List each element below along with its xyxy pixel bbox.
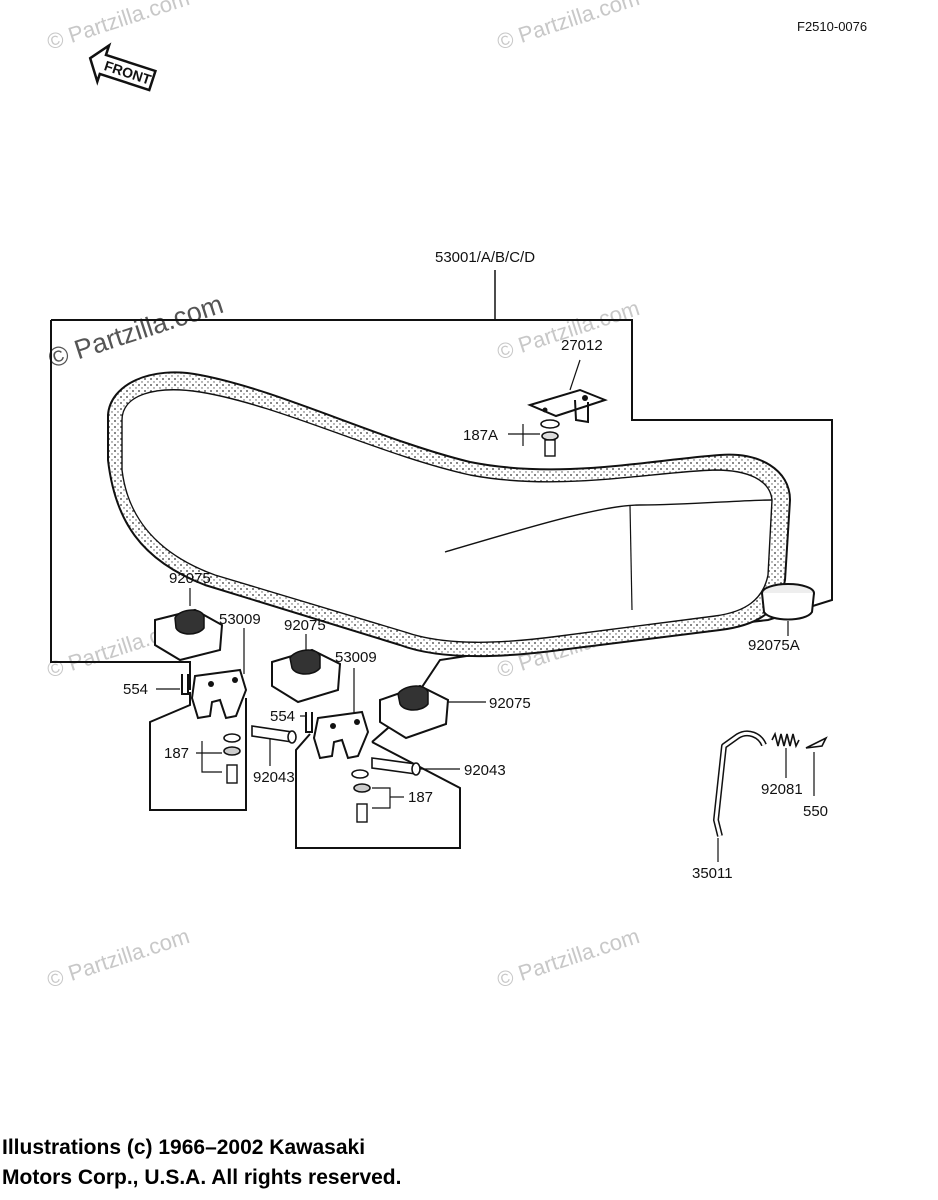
bolt-187-right xyxy=(351,769,404,823)
label-bolt-187-right: 187 xyxy=(408,789,433,806)
label-hook: 27012 xyxy=(561,337,603,354)
assembly-outline-left xyxy=(50,320,191,690)
bracket-right xyxy=(312,668,370,760)
watermark: © Partzilla.com xyxy=(494,923,643,993)
label-damper-left: 92075 xyxy=(169,570,211,587)
bolt-187-left xyxy=(196,733,241,784)
label-cap: 92075A xyxy=(748,637,800,654)
label-bracket-left: 53009 xyxy=(219,611,261,628)
label-seat: 53001/A/B/C/D xyxy=(435,249,535,266)
watermark: © Partzilla.com xyxy=(494,0,643,55)
watermark: © Partzilla.com xyxy=(45,289,227,374)
pin-right xyxy=(300,712,313,733)
rod xyxy=(713,730,767,862)
label-pin-right: 554 xyxy=(270,708,295,725)
label-bracket-right: 53009 xyxy=(335,649,377,666)
copyright-line-1: Illustrations (c) 1966–2002 Kawasaki xyxy=(2,1136,366,1159)
watermark: © Partzilla.com xyxy=(44,0,193,55)
label-damper-mid: 92075 xyxy=(284,617,326,634)
copyright-line-2: Motors Corp., U.S.A. All rights reserved… xyxy=(2,1166,402,1189)
label-shaft-left: 92043 xyxy=(253,769,295,786)
shaft-left xyxy=(251,725,297,766)
label-cotter: 550 xyxy=(803,803,828,820)
cotter-pin xyxy=(805,736,828,796)
reference-code: F2510-0076 xyxy=(797,19,867,34)
label-pin-left: 554 xyxy=(123,681,148,698)
copyright-notice: Illustrations (c) 1966–2002 Kawasaki Mot… xyxy=(2,1133,401,1193)
spring xyxy=(771,731,800,778)
label-bolt-187-left: 187 xyxy=(164,745,189,762)
watermark: © Partzilla.com xyxy=(44,923,193,993)
hook-bracket xyxy=(527,359,608,424)
shaft-right xyxy=(371,757,460,776)
label-shaft-right: 92043 xyxy=(464,762,506,779)
part-labels: 53001/A/B/C/D 27012 187A 92075 53009 920… xyxy=(123,249,828,882)
seat-cap xyxy=(761,583,815,636)
label-damper-right: 92075 xyxy=(489,695,531,712)
group-outline-left xyxy=(149,692,247,811)
watermark: © Partzilla.com xyxy=(494,295,643,365)
damper-left xyxy=(154,588,224,662)
label-rod: 35011 xyxy=(692,865,733,882)
label-spring: 92081 xyxy=(761,781,803,798)
front-arrow-icon: FRONT xyxy=(88,42,158,92)
group-outline-right xyxy=(295,733,461,849)
bolt-187a xyxy=(508,419,560,457)
parts-diagram: © Partzilla.com © Partzilla.com © Partzi… xyxy=(44,0,867,993)
bracket-left xyxy=(190,628,248,720)
damper-mid xyxy=(271,634,342,704)
label-bolt-187a: 187A xyxy=(463,427,498,444)
pin-left xyxy=(156,674,189,695)
seat xyxy=(107,371,792,658)
damper-right xyxy=(379,684,486,740)
